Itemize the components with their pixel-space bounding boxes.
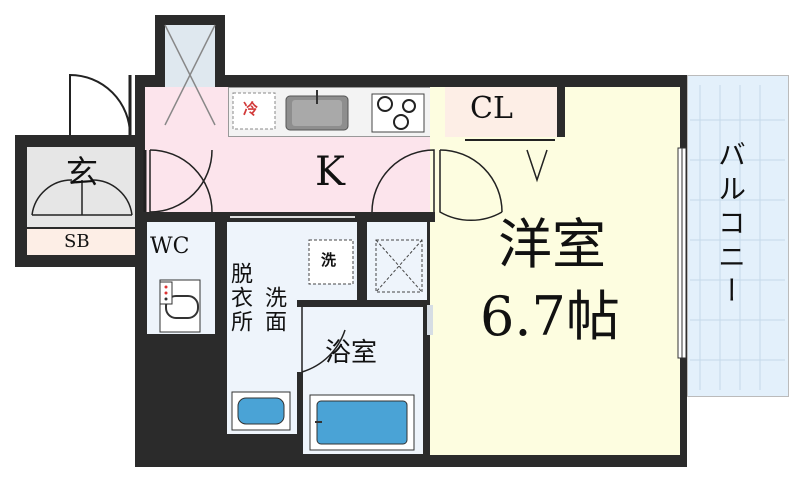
entrance-label: 玄 xyxy=(66,153,99,191)
bath-label: 浴室 xyxy=(325,338,378,368)
balcony-floor xyxy=(687,75,789,397)
closet-label: CL xyxy=(470,91,513,126)
washer-label: 洗 xyxy=(321,251,337,269)
sb-label: SB xyxy=(64,231,90,252)
western-room-name: 洋室 xyxy=(498,213,606,276)
western-room-size: 6.7帖 xyxy=(480,285,620,348)
wc-label: WC xyxy=(150,234,190,259)
washstand-label: 洗面 xyxy=(261,286,286,334)
entrance-floor xyxy=(27,147,135,227)
fridge-label: 冷 xyxy=(243,100,259,118)
dressing-label: 脱衣所 xyxy=(227,262,252,334)
balcony-label: バルコニー xyxy=(714,140,747,310)
sb-floor xyxy=(27,229,135,255)
kitchen-label: K xyxy=(315,149,345,195)
closet-floor-overlay xyxy=(445,87,565,137)
western-room-floor xyxy=(430,87,680,455)
